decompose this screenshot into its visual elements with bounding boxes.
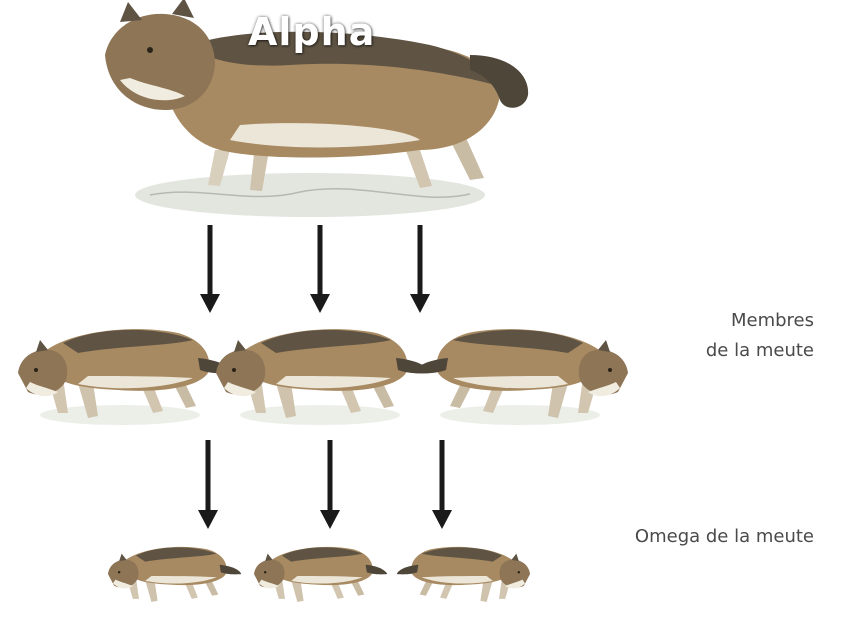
member-wolves — [18, 329, 628, 425]
omega-label: Omega de la meute — [634, 526, 814, 547]
omega-wolves — [108, 546, 530, 602]
arrows-members-to-omega — [198, 440, 452, 529]
omega-wolf-3 — [396, 546, 530, 602]
omega-wolf-2 — [254, 546, 388, 602]
omega-wolf-1 — [108, 546, 242, 602]
members-label-line-1: Membres — [730, 310, 814, 331]
member-wolf-1 — [18, 329, 233, 418]
members-label: Membres de la meute — [614, 306, 814, 366]
member-wolf-3 — [413, 329, 628, 418]
member-wolf-2 — [216, 329, 431, 418]
alpha-title: Alpha — [248, 10, 376, 54]
alpha-ground — [135, 173, 485, 217]
members-label-line-2: de la meute — [705, 340, 814, 361]
arrows-alpha-to-members — [200, 225, 430, 313]
